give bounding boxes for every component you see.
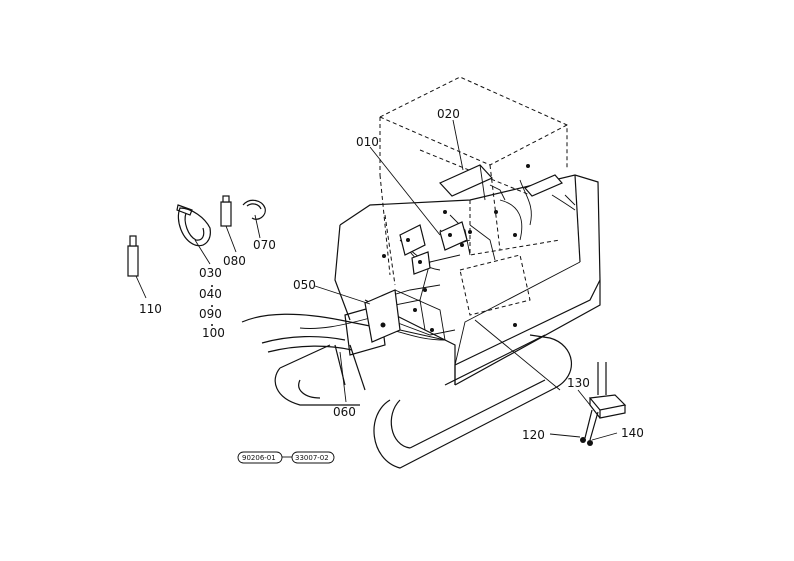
connector-box-050	[364, 289, 446, 343]
lower-right-assembly	[580, 362, 627, 446]
boom-arm	[241, 304, 386, 391]
label-140: 140	[621, 426, 644, 440]
label-040: 040	[199, 287, 222, 301]
label-030: 030	[199, 266, 222, 280]
label-060: 060	[333, 405, 356, 419]
panel-020	[438, 164, 563, 201]
leader-lines	[135, 119, 618, 441]
label-100: 100	[202, 326, 225, 340]
reference-code-1: 90206-01	[242, 454, 276, 462]
label-090: 090	[199, 307, 222, 321]
label-010: 010	[356, 135, 379, 149]
label-050: 050	[293, 278, 316, 292]
left-track	[274, 344, 360, 406]
reference-codes: 90206-01 33007-02	[237, 451, 335, 464]
label-070: 070	[253, 238, 276, 252]
right-track	[373, 334, 572, 469]
label-110: 110	[139, 302, 162, 316]
label-120: 120	[522, 428, 545, 442]
wiring-harness	[299, 179, 576, 341]
label-080: 080	[223, 254, 246, 268]
label-130: 130	[567, 376, 590, 390]
machine-body	[334, 174, 601, 386]
part-080	[220, 195, 232, 227]
part-030-clamp	[176, 204, 211, 247]
part-070-clip	[242, 199, 266, 220]
reference-code-2: 33007-02	[295, 454, 329, 462]
part-110	[127, 235, 139, 277]
relay-block-010	[382, 164, 530, 332]
label-020: 020	[437, 107, 460, 121]
